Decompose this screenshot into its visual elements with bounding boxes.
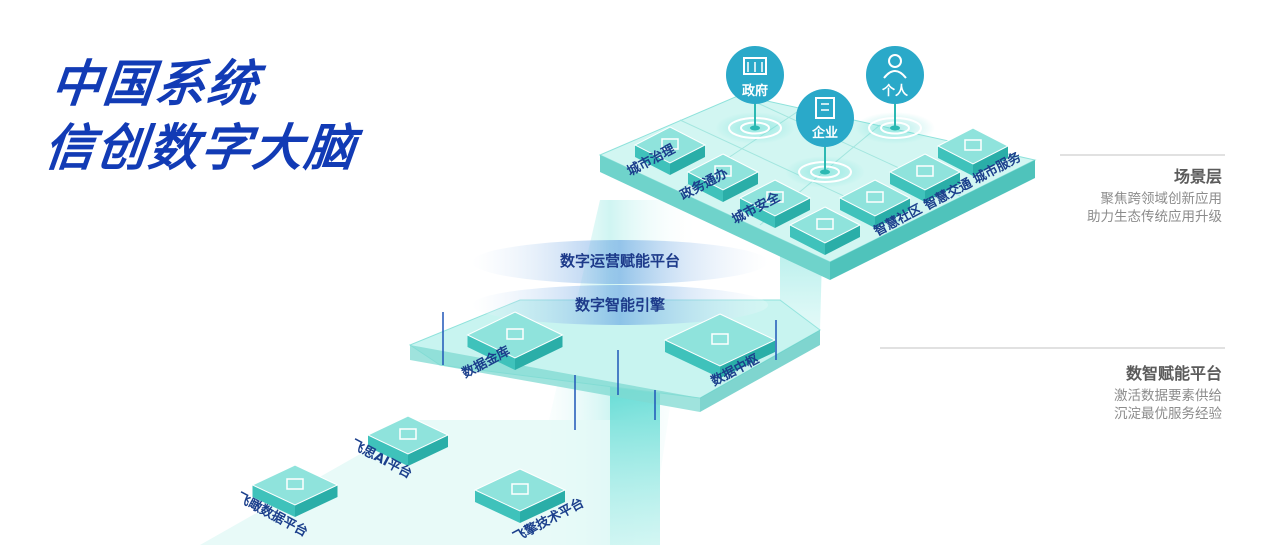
radar-personal — [855, 100, 935, 144]
enterprise-building-icon — [815, 97, 835, 119]
layer-platform-title: 数智赋能平台 — [1125, 364, 1222, 383]
person-icon — [888, 54, 902, 68]
user-personal-label: 个人 — [881, 83, 909, 99]
layer-platform: 数智赋能平台 激活数据要素供给 沉淀最优服务经验 — [1114, 360, 1222, 423]
platform-block-data-vault-icon — [506, 328, 524, 340]
scene-block-city-governance-icon — [661, 138, 679, 150]
layer-platform-desc1: 激活数据要素供给 — [1114, 388, 1222, 404]
scene-block-center-icon — [816, 218, 834, 230]
platform-block-data-hub-icon — [711, 333, 729, 345]
base-block-tech-platform-icon — [511, 483, 529, 495]
base-tiles — [251, 415, 567, 523]
scene-block-smart-transport-icon — [916, 165, 934, 177]
layer-platform-desc2: 沉淀最优服务经验 — [1114, 406, 1222, 422]
scene-block-smart-transport — [888, 153, 962, 202]
scene-block-center — [788, 206, 862, 255]
layer-scene-title: 场景层 — [1173, 167, 1222, 186]
user-enterprise: 企业 — [796, 89, 854, 147]
base-block-data-platform — [251, 464, 339, 517]
base-block-tech-platform — [473, 468, 567, 523]
platform-tiles — [466, 311, 777, 378]
user-gov: 政府 — [726, 46, 784, 104]
radar-gov — [715, 100, 795, 144]
base-block-ai-platform-icon — [399, 428, 417, 440]
base-block-data-platform-icon — [286, 478, 304, 490]
layer-scene: 场景层 聚焦跨领域创新应用 助力生态传统应用升级 — [1087, 163, 1222, 226]
scene-block-gov-service — [686, 153, 760, 202]
scene-block-city-security — [738, 179, 812, 228]
scene-block-city-security-icon — [766, 191, 784, 203]
scene-block-city-service — [936, 127, 1010, 176]
base-block-ai-platform — [366, 415, 450, 466]
scene-block-city-service-icon — [964, 139, 982, 151]
ring-operation: 数字运营赋能平台 — [472, 240, 768, 284]
layer-scene-desc1: 聚焦跨领域创新应用 — [1100, 191, 1223, 207]
ring-engine-label: 数字智能引擎 — [575, 296, 665, 314]
radar-enterprise — [785, 145, 865, 188]
user-personal: 个人 — [866, 46, 924, 104]
scene-block-gov-service-icon — [714, 165, 732, 177]
user-enterprise-label: 企业 — [811, 125, 838, 141]
user-gov-label: 政府 — [742, 83, 768, 99]
scene-tiles — [633, 126, 1010, 255]
base-tier — [200, 360, 660, 545]
government-building-icon — [743, 57, 767, 75]
ring-operation-label: 数字运营赋能平台 — [560, 252, 680, 270]
scene-block-smart-community-icon — [866, 191, 884, 203]
platform-block-data-hub — [663, 313, 777, 378]
ring-engine: 数字智能引擎 — [472, 285, 768, 325]
scene-block-smart-community — [838, 179, 912, 228]
scene-block-city-governance — [633, 126, 707, 175]
platform-block-data-vault — [466, 311, 564, 370]
layer-scene-desc2: 助力生态传统应用升级 — [1087, 209, 1222, 225]
accent-lines — [442, 312, 777, 430]
